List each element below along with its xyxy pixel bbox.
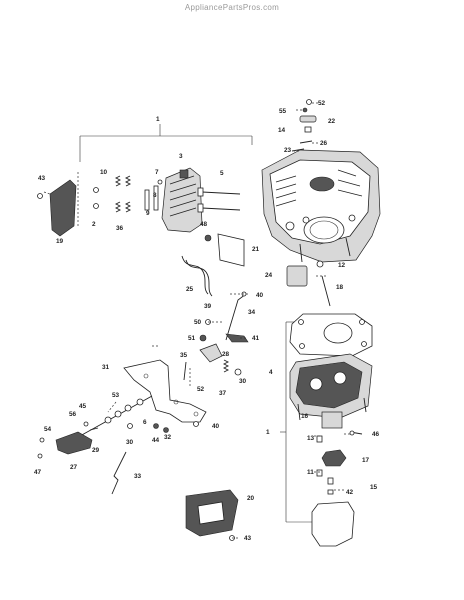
callout-44: 44 [152,437,160,444]
callout-8: 8 [153,192,157,199]
blower-housing [37,172,79,237]
breather-parts [316,411,363,495]
throttle-parts [79,395,199,437]
callout-36: 36 [116,225,124,232]
callout-45: 45 [79,403,87,410]
callout-56: 56 [69,411,77,418]
callout-46: 46 [372,431,380,438]
callout-30-b: 30 [126,439,134,446]
fuel-line [181,255,213,297]
callout-47: 47 [34,469,42,476]
callout-37: 37 [219,390,227,397]
callout-2: 2 [92,221,96,228]
callout-6: 6 [143,419,147,426]
callout-13: 13 [307,435,315,442]
callout-1-right: 1 [266,429,270,436]
valve-cover [185,489,239,541]
callout-38: 38 [0,0,8,2]
callout-30-c: 30 [239,378,247,385]
callout-3: 3 [179,153,183,160]
crankcase-block [261,149,381,263]
callout-27: 27 [70,464,78,471]
head-gasket [289,313,373,357]
callout-1-top: 1 [156,116,160,123]
callout-15: 15 [370,484,378,491]
callout-25: 25 [186,286,194,293]
callout-14: 14 [278,127,286,134]
callout-31: 31 [102,364,110,371]
callout-20: 20 [247,495,255,502]
callout-labels: 1 1 2 3 4 5 6 7 8 9 10 11 12 13 14 15 16… [0,0,380,542]
callout-40-a: 40 [256,292,264,299]
callout-54: 54 [44,426,52,433]
bracket-group-1-top [79,124,253,162]
callout-22: 22 [328,118,336,125]
callout-39: 39 [204,303,212,310]
callout-18: 18 [336,284,344,291]
callout-48: 48 [200,221,208,228]
throttle-lever [37,431,93,459]
callout-42: 42 [346,489,354,496]
callout-53: 53 [112,392,120,399]
valves [197,187,241,213]
callout-5: 5 [220,170,224,177]
intake-gasket [204,233,245,267]
callout-7: 7 [155,169,159,176]
callout-16: 16 [301,413,309,420]
callout-40-b: 40 [212,423,220,430]
callout-41: 41 [252,335,260,342]
callout-52-a: 52 [318,100,326,107]
callout-33-a: 33 [134,473,142,480]
governor-rod [111,451,127,495]
callout-4: 4 [269,369,273,376]
callout-35: 35 [180,352,188,359]
callout-23: 23 [284,147,292,154]
callout-28: 28 [222,351,230,358]
governor-springs [93,175,163,213]
control-bracket [123,359,207,423]
callout-55: 55 [279,108,287,115]
callout-21: 21 [252,246,260,253]
callout-51: 51 [188,335,196,342]
callout-26: 26 [320,140,328,147]
callout-29: 29 [92,447,100,454]
cylinder-head [289,353,373,421]
callout-52-b: 52 [197,386,205,393]
governor-linkage [183,291,249,381]
callout-43-b: 43 [244,535,252,542]
callout-49: 49 [0,0,8,2]
callout-32: 32 [164,434,172,441]
callout-11: 11 [307,469,314,476]
callout-9: 9 [146,210,150,217]
leader-lines [43,102,350,539]
callout-10: 10 [100,169,108,176]
callout-17: 17 [362,457,370,464]
callout-24: 24 [265,272,273,279]
callout-34: 34 [248,309,256,316]
valve-cover-gasket [311,501,355,547]
watermark: AppliancePartsPros.com [184,3,280,12]
cylinder-block [161,167,203,233]
callout-12: 12 [338,262,346,269]
callout-43-a: 43 [38,175,46,182]
callout-19: 19 [56,238,64,245]
callout-50: 50 [194,319,202,326]
fuel-filter [286,260,331,307]
